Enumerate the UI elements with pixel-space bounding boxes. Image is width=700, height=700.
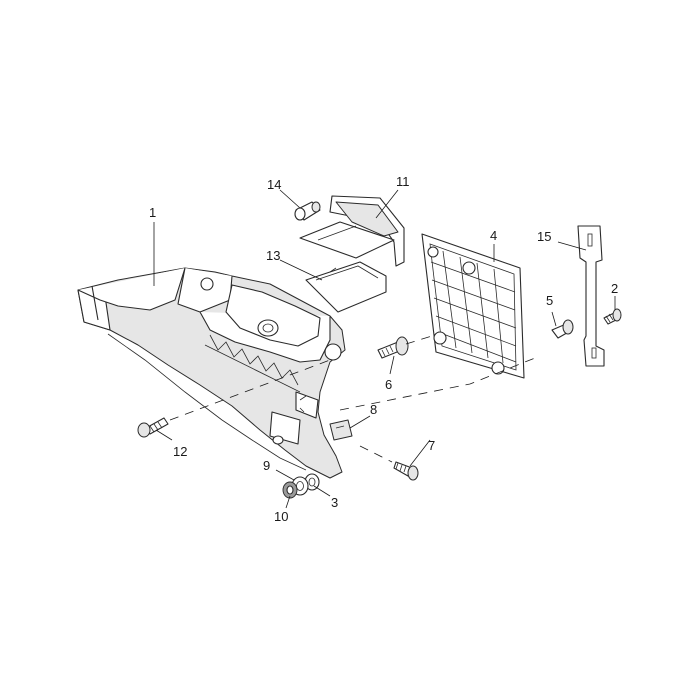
callout-9: 9 — [263, 458, 270, 473]
part-5-screw — [551, 319, 574, 339]
callout-10: 10 — [274, 509, 288, 524]
callout-4: 4 — [490, 228, 497, 243]
callout-12: 12 — [173, 444, 187, 459]
part-1-plate-holder-body — [77, 267, 346, 479]
callout-11: 11 — [396, 174, 410, 189]
callout-5: 5 — [546, 293, 553, 308]
callout-15: 15 — [537, 229, 551, 244]
callout-1: 1 — [149, 205, 156, 220]
callout-14: 14 — [267, 177, 281, 192]
callout-8: 8 — [370, 402, 377, 417]
part-3-9-10-washers-nut — [282, 473, 320, 499]
part-13-gasket — [305, 261, 387, 313]
part-8-clip-nut — [329, 419, 353, 441]
callout-3: 3 — [331, 495, 338, 510]
part-4-plate-panel — [421, 233, 525, 379]
part-15-bracket — [577, 225, 605, 367]
part-2-screw — [603, 308, 622, 325]
callout-6: 6 — [385, 377, 392, 392]
part-7-screw — [393, 461, 419, 481]
part-14-bulb — [294, 201, 321, 221]
leader-lines — [153, 189, 616, 509]
part-6-screw — [377, 336, 409, 359]
callout-labels: 1 2 3 4 5 6 7 8 9 10 11 12 13 14 15 — [149, 174, 618, 524]
callout-7: 7 — [428, 438, 435, 453]
callout-13: 13 — [266, 248, 280, 263]
part-11-light-cover — [299, 195, 405, 267]
assembly-center-lines — [169, 335, 541, 463]
part-12-screw — [137, 417, 169, 438]
callout-2: 2 — [611, 281, 618, 296]
